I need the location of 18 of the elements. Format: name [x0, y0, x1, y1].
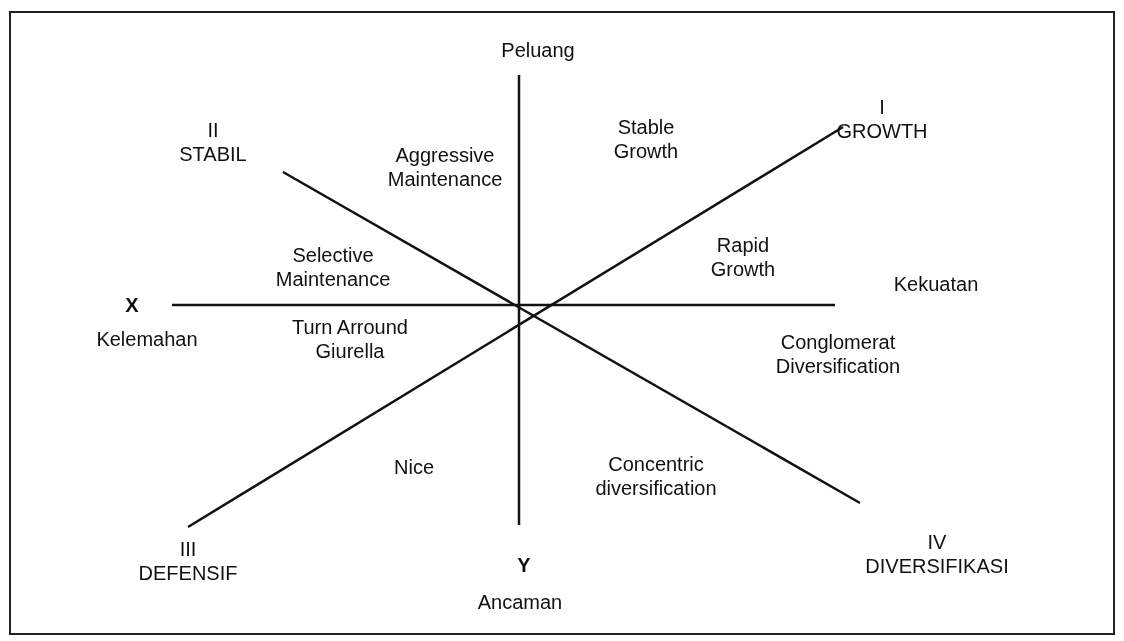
strategy-label: Rapid Growth: [709, 233, 777, 281]
axis-label: Peluang: [501, 38, 575, 62]
axis-label: Ancaman: [477, 590, 563, 614]
strategy-label: Nice: [394, 455, 434, 479]
strategy-label: Aggressive Maintenance: [386, 143, 504, 191]
quadrant-label: I GROWTH: [835, 95, 929, 143]
quadrant-label: III DEFENSIF: [138, 537, 238, 585]
strategy-label: Turn Arround Giurella: [291, 315, 409, 363]
axis-label: Kelemahan: [96, 327, 198, 351]
quadrant-label: IV DIVERSIFIKASI: [864, 530, 1010, 578]
strategy-label: Conglomerat Diversification: [774, 330, 902, 378]
axis-letter: Y: [517, 553, 531, 577]
axis-letter: X: [125, 293, 139, 317]
strategy-label: Stable Growth: [612, 115, 680, 163]
axis-label: Kekuatan: [893, 272, 979, 296]
strategy-label: Concentric diversification: [594, 452, 718, 500]
quadrant-label: II STABIL: [178, 118, 248, 166]
strategy-label: Selective Maintenance: [274, 243, 392, 291]
